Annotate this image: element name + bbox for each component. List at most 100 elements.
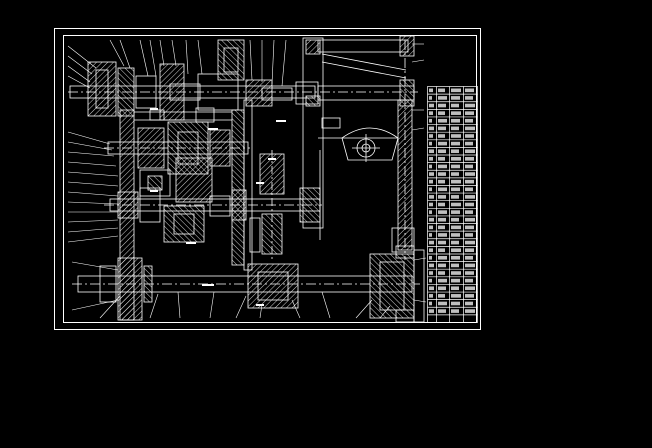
parts-list-cell-mark bbox=[451, 301, 460, 306]
parts-list-cell-mark bbox=[451, 255, 460, 260]
parts-list-cell-mark bbox=[438, 187, 447, 192]
parts-list-cell-mark bbox=[438, 126, 446, 131]
parts-list-cell-mark bbox=[429, 141, 432, 146]
parts-list-cell-mark bbox=[451, 233, 460, 237]
parts-list-cell-mark bbox=[451, 271, 461, 275]
parts-list-cell-mark bbox=[429, 248, 433, 252]
parts-list-cell-mark bbox=[451, 278, 460, 283]
parts-list-cell-mark bbox=[438, 278, 447, 283]
parts-list-cell-mark bbox=[429, 134, 433, 138]
parts-list-cell-mark bbox=[451, 210, 460, 214]
middle-shaft-lower bbox=[104, 150, 322, 262]
parts-list-cell-mark bbox=[465, 103, 475, 108]
parts-list-cell-mark bbox=[438, 210, 447, 214]
parts-list-cell-mark bbox=[429, 172, 434, 176]
parts-list-cell-mark bbox=[438, 255, 447, 260]
parts-list-cell-mark bbox=[438, 134, 445, 138]
parts-list-cell-mark bbox=[429, 179, 433, 184]
parts-list-cell-mark bbox=[451, 309, 459, 313]
parts-list-cell-mark bbox=[451, 126, 459, 131]
leader-lines-left bbox=[67, 45, 119, 311]
parts-list-cell-mark bbox=[429, 202, 433, 207]
parts-list-cell-mark bbox=[465, 149, 475, 154]
parts-list-cell-mark bbox=[465, 233, 473, 237]
gear-block bbox=[139, 157, 213, 203]
parts-list-cell-mark bbox=[438, 149, 446, 154]
parts-list-cell-mark bbox=[451, 202, 461, 207]
parts-list-cell-mark bbox=[438, 195, 446, 199]
parts-list-cell-mark bbox=[465, 164, 473, 169]
parts-list-cell-mark bbox=[451, 134, 461, 138]
parts-list-cell-mark bbox=[465, 301, 473, 306]
parts-list-cell-mark bbox=[438, 294, 445, 298]
bottom-spindle-assembly bbox=[72, 245, 425, 323]
parts-list-cell-mark bbox=[465, 225, 474, 230]
parts-list-cell-mark bbox=[465, 179, 474, 184]
parts-list-cell-mark bbox=[429, 157, 433, 161]
parts-list-cell-mark bbox=[429, 195, 434, 199]
parts-list-cell-mark bbox=[429, 240, 434, 245]
parts-list-cell-mark bbox=[451, 103, 459, 108]
parts-list-cell-mark bbox=[465, 309, 475, 313]
parts-list-cell-mark bbox=[429, 255, 432, 260]
parts-list-cell-mark bbox=[429, 210, 432, 214]
sheet-outer-border bbox=[54, 28, 481, 330]
parts-list-cell-mark bbox=[438, 179, 445, 184]
parts-list-cell-mark bbox=[429, 103, 434, 108]
parts-list-frame bbox=[427, 86, 478, 323]
parts-list-cell-mark bbox=[465, 271, 474, 275]
parts-list-cell-mark bbox=[429, 164, 432, 169]
parts-list-cell-mark bbox=[438, 88, 445, 93]
parts-list-cell-mark bbox=[438, 233, 447, 237]
parts-list-cell-mark bbox=[451, 164, 460, 169]
parts-list-cell-mark bbox=[465, 248, 474, 252]
parts-list-cell-mark bbox=[438, 103, 446, 108]
parts-list-cell-mark bbox=[438, 172, 446, 176]
parts-list-cell-mark bbox=[451, 111, 461, 115]
parts-list-cell-mark bbox=[429, 286, 434, 291]
top-shaft-assembly bbox=[68, 35, 418, 229]
parts-list-cell-mark bbox=[438, 225, 445, 230]
parts-list-cell-mark bbox=[451, 294, 461, 298]
cam-assembly bbox=[318, 117, 399, 240]
parts-list-cell-mark bbox=[451, 225, 461, 230]
parts-list-cell-mark bbox=[451, 149, 459, 154]
parts-list-cell-mark bbox=[465, 278, 473, 283]
parts-list-cell-mark bbox=[451, 141, 460, 146]
leader-lines-top bbox=[109, 39, 287, 87]
parts-list-cell-mark bbox=[438, 301, 447, 306]
parts-list-cell-mark bbox=[429, 111, 433, 115]
parts-list-cell-mark bbox=[438, 96, 447, 100]
parts-list-cell-mark bbox=[429, 88, 433, 93]
parts-list-cell-mark bbox=[451, 187, 460, 192]
parts-list-cell-mark bbox=[451, 88, 461, 93]
parts-list-cell-mark bbox=[429, 118, 432, 123]
parts-list-cell-mark bbox=[429, 263, 434, 268]
parts-list-cell-mark bbox=[451, 286, 459, 291]
parts-list-cell-mark bbox=[465, 217, 475, 222]
vertical-linkage bbox=[391, 40, 415, 260]
sheet-inner-frame bbox=[63, 35, 477, 323]
parts-list-cell-mark bbox=[451, 172, 459, 176]
parts-list-cell-mark bbox=[451, 217, 459, 222]
parts-list-cell-mark bbox=[438, 141, 447, 146]
parts-list-cell-mark bbox=[438, 271, 445, 275]
parts-list-cell-mark bbox=[465, 126, 475, 131]
parts-list-cell-mark bbox=[465, 172, 475, 176]
parts-list-cell-mark bbox=[465, 141, 473, 146]
parts-list-cell-mark bbox=[438, 217, 446, 222]
parts-list-cell-mark bbox=[429, 187, 432, 192]
parts-list-cell-mark bbox=[438, 157, 445, 161]
parts-list-cell-mark bbox=[429, 309, 434, 313]
parts-list-cell-mark bbox=[465, 202, 474, 207]
parts-list-cell-mark bbox=[465, 263, 475, 268]
parts-list-cell-mark bbox=[438, 309, 446, 313]
parts-list-cell-mark bbox=[451, 263, 459, 268]
parts-list-cell-mark bbox=[465, 294, 474, 298]
parts-list-cell-mark bbox=[451, 195, 459, 199]
parts-list-cell-mark bbox=[429, 278, 432, 283]
parts-list-cell-mark bbox=[451, 118, 460, 123]
parts-list-cell-mark bbox=[465, 111, 474, 115]
parts-list-cell-mark bbox=[465, 134, 474, 138]
